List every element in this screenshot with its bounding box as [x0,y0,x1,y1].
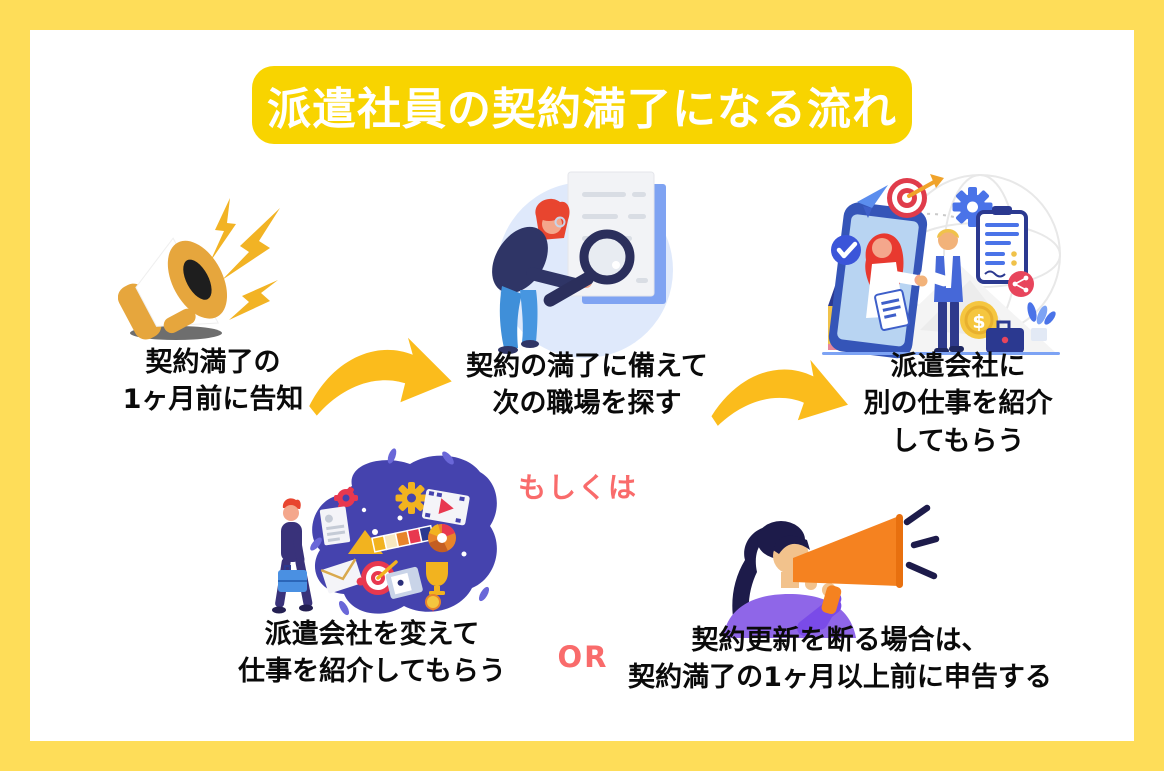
page-title: 派遣社員の契約満了になる流れ [252,66,912,144]
flow-arrow-1 [309,337,452,416]
document-search-illustration [492,171,673,358]
or-connector-label: OR [557,640,609,674]
step-1-label: 契約満了の 1ヶ月前に告知 [122,347,304,416]
magnifier-icon [543,229,635,307]
white-dots [361,507,467,557]
color-swatches-icon [371,524,435,553]
gold-megaphone-illustration [118,198,280,340]
orange-megaphone-icon [793,514,903,615]
moshikuwa-connector-label: もしくは [517,471,638,504]
checkmark-badge [831,235,861,265]
mini-clipboard-icon [874,289,910,331]
blob-leaves [310,448,490,616]
target-icon [361,560,398,595]
paper-plane-icon [857,185,888,218]
share-badge-icon [1008,271,1034,297]
job-referral-illustration: $ [822,174,1061,359]
card-lock-icon [385,566,423,599]
envelope-icon [320,558,365,594]
contract-clipboard [976,206,1028,284]
target-icon [887,174,944,218]
svg-text:$: $ [972,311,985,333]
plant-icon [1027,302,1056,341]
step-3-label: 派遣会社に 別の仕事を紹介 してもらう [863,351,1053,457]
alternative-2-label: 契約更新を断る場合は、 契約満了の1ヶ月以上前に申告する [628,625,1052,694]
blue-briefcase-icon [278,565,307,592]
ground-line [822,352,1060,355]
creative-collage-illustration [272,448,497,616]
id-card-icon [319,506,351,546]
infographic-canvas [30,30,1134,741]
red-gear-icon [334,486,358,510]
step-2-label: 契約の満了に備えて 次の職場を探す [466,351,708,420]
briefcase-icon [986,320,1024,353]
sound-dashes-icon [903,504,940,580]
gear-icon [952,187,993,227]
yellow-gear-icon [395,482,428,514]
walking-man [272,498,313,614]
film-strip-icon [422,489,470,526]
businessman [916,229,964,354]
orange-megaphone-woman-illustration [723,504,940,638]
flow-arrow-2 [711,359,848,426]
lightning-bolts-icon [210,198,280,320]
color-wheel-icon [428,524,456,553]
trophy-icon [425,562,448,612]
alternative-1-label: 派遣会社を変えて 仕事を紹介してもらう [238,619,506,688]
megaphone-icon [118,237,228,340]
